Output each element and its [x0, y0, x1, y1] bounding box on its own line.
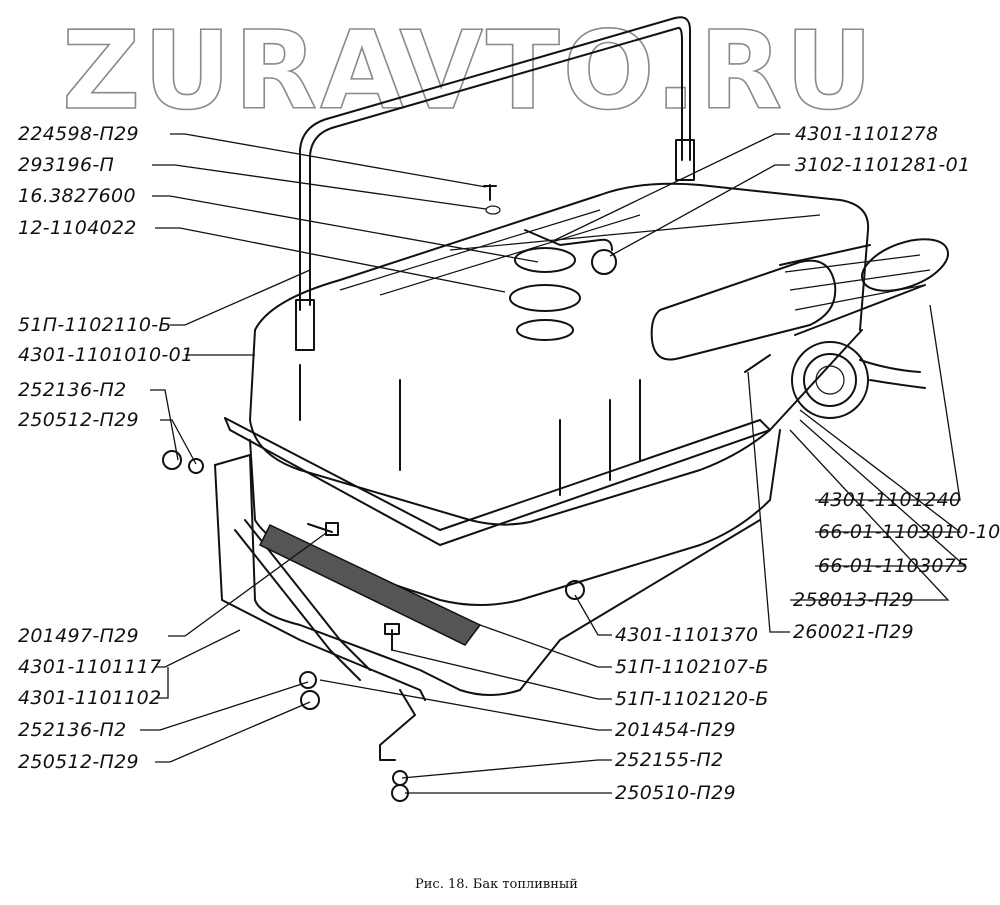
fuel-tank-illustration — [162, 16, 949, 802]
label-left: 293196-П — [18, 154, 114, 176]
label-left: 252136-П2 — [18, 719, 126, 741]
label-right: 201454-П29 — [615, 719, 736, 741]
label-right: 4301-1101278 — [795, 123, 938, 145]
label-left: 4301-1101117 — [18, 656, 161, 678]
label-right: 66-01-1103010-10 — [818, 521, 1000, 543]
label-left: 4301-1101010-01 — [18, 344, 193, 366]
label-right: 3102-1101281-01 — [795, 154, 970, 176]
label-right: 250510-П29 — [615, 782, 736, 804]
label-right: 258013-П29 — [793, 589, 914, 611]
labels-left: 224598-П29 293196-П 16.3827600 12-110402… — [18, 123, 193, 773]
label-left: 201497-П29 — [18, 625, 139, 647]
label-right: 4301-1101370 — [615, 624, 758, 646]
label-left: 4301-1101102 — [18, 687, 161, 709]
label-right: 252155-П2 — [615, 749, 723, 771]
label-right: 260021-П29 — [793, 621, 914, 643]
labels-right: 4301-1101278 3102-1101281-01 4301-110124… — [615, 123, 1000, 804]
label-right: 4301-1101240 — [818, 489, 961, 511]
leader-lines — [140, 133, 967, 794]
label-left: 250512-П29 — [18, 409, 139, 431]
label-left: 250512-П29 — [18, 751, 139, 773]
label-left: 252136-П2 — [18, 379, 126, 401]
label-left: 12-1104022 — [18, 217, 137, 239]
label-right: 51П-1102120-Б — [615, 688, 769, 710]
label-left: 224598-П29 — [18, 123, 139, 145]
label-left: 51П-1102110-Б — [18, 314, 172, 336]
figure-caption: Рис. 18. Бак топливный — [415, 877, 578, 892]
label-right: 51П-1102107-Б — [615, 656, 769, 678]
label-left: 16.3827600 — [18, 185, 136, 207]
watermark: ZURAVTO.RU — [62, 9, 876, 134]
label-right: 66-01-1103075 — [818, 555, 969, 577]
